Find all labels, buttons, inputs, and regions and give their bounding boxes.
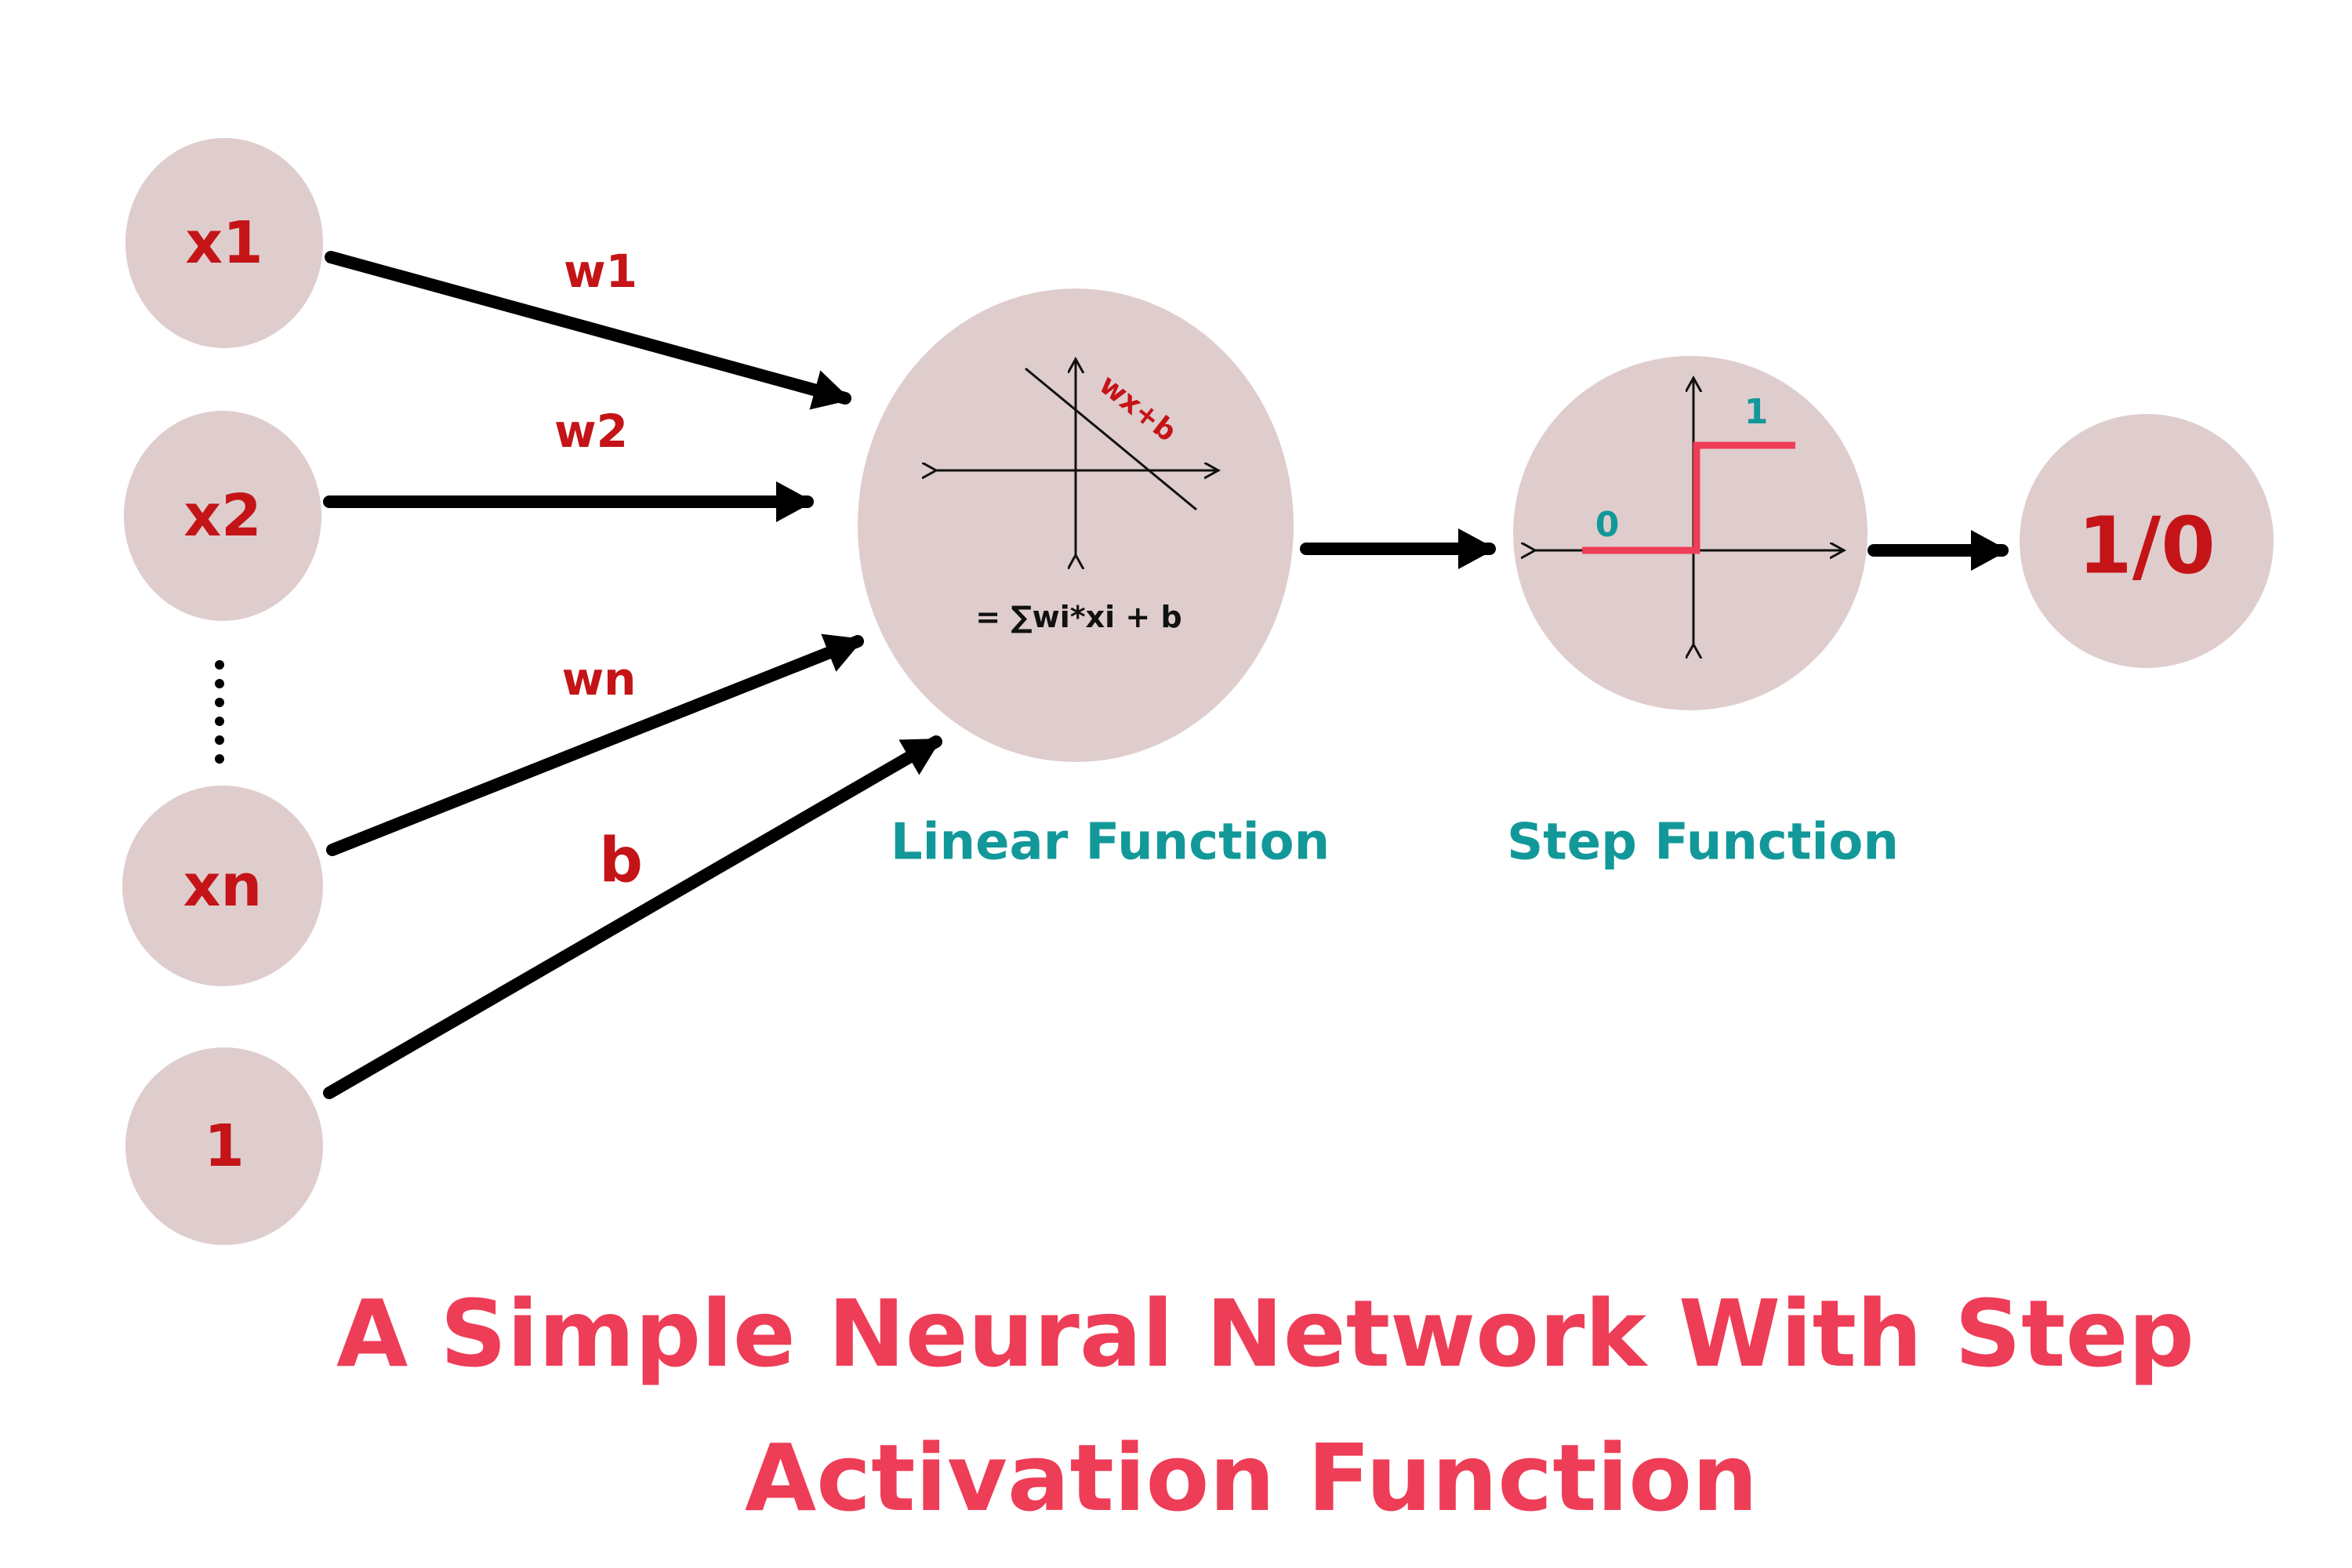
weight-label-b: b: [599, 826, 643, 896]
linear-formula: = ∑wi*xi + b: [975, 600, 1181, 634]
edge-bias-to-linear: [323, 735, 942, 1099]
weight-label-w2: w2: [554, 405, 628, 458]
step-curve: [1582, 441, 1795, 554]
linear-function-label: Linear Function: [891, 814, 1330, 872]
edge-xn-to-linear: [326, 633, 864, 856]
step-low-value: 0: [1595, 505, 1620, 545]
linear-function-node: wx+b = ∑wi*xi + b: [858, 289, 1294, 762]
input-node-xn: xn: [122, 786, 323, 986]
input-label-x1: x1: [185, 209, 263, 277]
input-node-x2: x2: [124, 411, 321, 621]
edge-x1-to-linear: [325, 251, 851, 410]
weight-label-w1: w1: [564, 245, 637, 298]
linear-function-line: [1025, 367, 1197, 511]
step-function-node: 1 0: [1513, 356, 1867, 710]
bias-input-node: 1: [125, 1047, 323, 1245]
step-function-label: Step Function: [1507, 814, 1899, 872]
weight-label-wn: wn: [562, 652, 637, 706]
bias-input-label: 1: [204, 1112, 245, 1180]
output-node: 1/0: [2020, 414, 2274, 668]
step-high-value: 1: [1744, 392, 1769, 432]
input-label-xn: xn: [183, 852, 262, 920]
input-node-x1: x1: [125, 138, 323, 348]
ellipsis-dots: [215, 660, 224, 764]
diagram-title-line-1: A Simple Neural Network With Step: [336, 1279, 2194, 1388]
output-label: 1/0: [2078, 500, 2216, 592]
input-label-x2: x2: [183, 482, 261, 550]
diagram-title-line-2: Activation Function: [745, 1424, 1758, 1532]
